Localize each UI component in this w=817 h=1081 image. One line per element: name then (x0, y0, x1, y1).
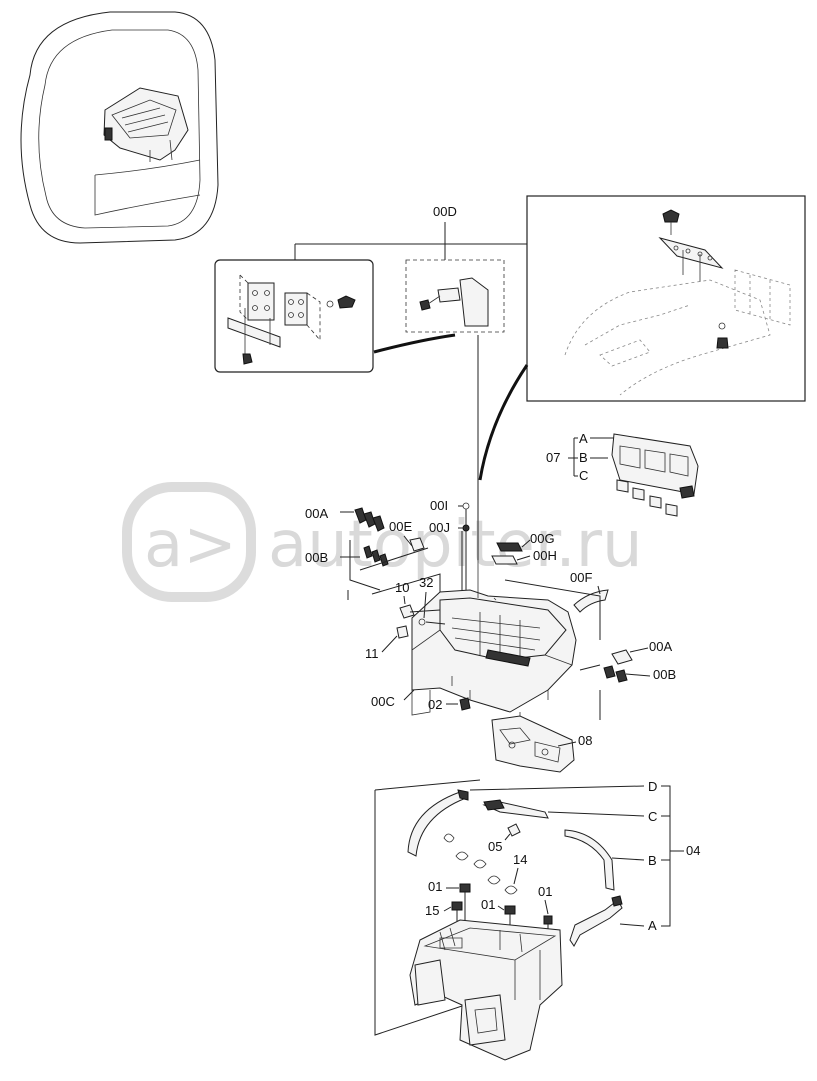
clips-fasteners: 05 14 01 01 01 15 (425, 823, 553, 950)
label-00B-left: 00B (305, 550, 328, 565)
watermark: a> autopiter.ru (122, 482, 643, 602)
detail-box-roof (526, 195, 806, 402)
label-04-B: B (648, 853, 657, 868)
floor-frame (409, 919, 563, 1061)
label-04-D: D (648, 779, 657, 794)
cab-overview (20, 11, 219, 244)
label-00J: 00J (429, 520, 450, 535)
label-04-C: C (648, 809, 657, 824)
label-01c: 01 (481, 897, 495, 912)
label-00I: 00I (430, 498, 448, 513)
label-00A-right: 00A (649, 639, 672, 654)
detail-box-bracket (405, 259, 505, 333)
label-07-C: C (579, 468, 588, 483)
label-07: 07 (546, 450, 560, 465)
group-04: D C B A 04 (374, 779, 700, 1036)
callout-00D: 00D (294, 204, 527, 260)
label-07-B: B (579, 450, 588, 465)
label-00A-left: 00A (305, 506, 328, 521)
label-01a: 01 (428, 879, 442, 894)
label-10: 10 (395, 580, 409, 595)
label-00G: 00G (530, 531, 555, 546)
small-parts-left: 00A 00E 00B (305, 506, 429, 591)
label-04-A: A (648, 918, 657, 933)
label-08: 08 (578, 733, 592, 748)
watermark-logo-frame (122, 482, 256, 602)
label-02: 02 (428, 697, 442, 712)
small-parts-center: 00I 00J 00G 00H (429, 498, 557, 600)
label-00C: 00C (371, 694, 395, 709)
label-00E: 00E (389, 519, 412, 534)
label-05: 05 (488, 839, 502, 854)
small-parts-right: 00A 00B (579, 639, 676, 720)
labels-00C-02: 00C 02 (371, 689, 471, 712)
label-11: 11 (365, 646, 379, 661)
watermark-text: autopiter.ru (268, 508, 643, 582)
label-15: 15 (425, 903, 439, 918)
fasteners-10-32-11: 10 32 11 (365, 575, 446, 661)
console-tray-00C (347, 560, 601, 723)
watermark-logo: a> (144, 508, 237, 582)
label-00H: 00H (533, 548, 557, 563)
label-00F: 00F (570, 570, 592, 585)
bracket-08: 08 (491, 715, 592, 773)
label-04: 04 (686, 843, 700, 858)
connector-lines (373, 333, 529, 560)
label-07-A: A (579, 431, 588, 446)
label-00B-right: 00B (653, 667, 676, 682)
label-00D: 00D (433, 204, 457, 219)
switch-panel-07: 07 A B C (546, 431, 699, 517)
detail-box-plates (214, 259, 374, 373)
label-14: 14 (513, 852, 527, 867)
label-01b: 01 (538, 884, 552, 899)
label-32: 32 (419, 575, 433, 590)
